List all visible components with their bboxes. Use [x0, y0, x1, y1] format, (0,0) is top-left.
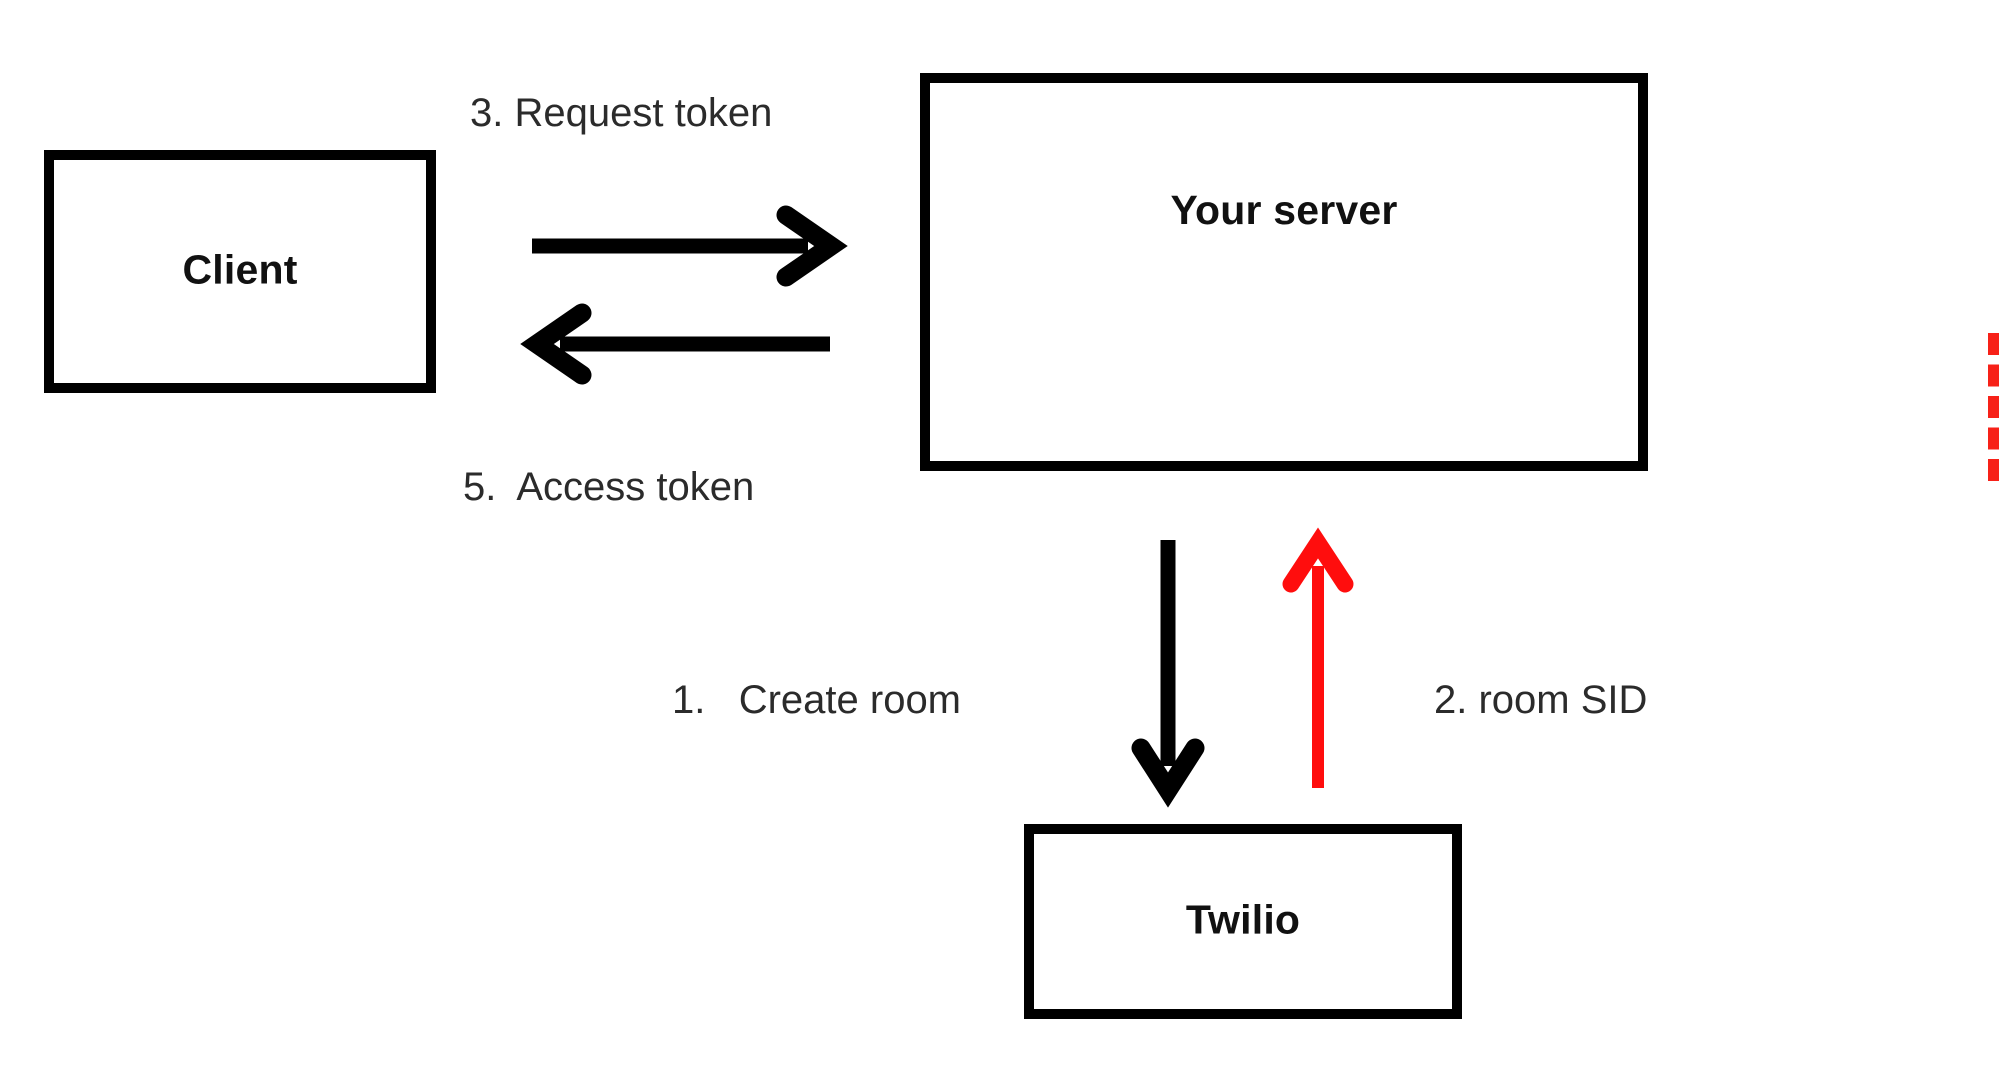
node-twilio-label: Twilio	[1185, 896, 1301, 942]
edge-label-request-token: 3. Request token	[470, 91, 773, 135]
edge-label-room-sid: 2. room SID	[1434, 678, 1648, 722]
arrow-request-token	[532, 205, 848, 287]
node-client[interactable]: Client	[44, 150, 436, 393]
node-your-server[interactable]: Your server 4. Generate token	[920, 73, 1999, 481]
edge-label-create-room: 1. Create room	[672, 678, 962, 722]
edge-label-access-token: 5. Access token	[463, 465, 755, 509]
node-client-label: Client	[182, 246, 298, 292]
generate-token-region[interactable]: 4. Generate token	[1988, 333, 1999, 481]
arrow-access-token	[520, 303, 830, 385]
arrow-create-room	[1131, 540, 1205, 808]
arrow-room-sid	[1282, 527, 1354, 788]
node-your-server-label: Your server	[1170, 187, 1398, 233]
node-twilio[interactable]: Twilio	[1024, 824, 1462, 1019]
